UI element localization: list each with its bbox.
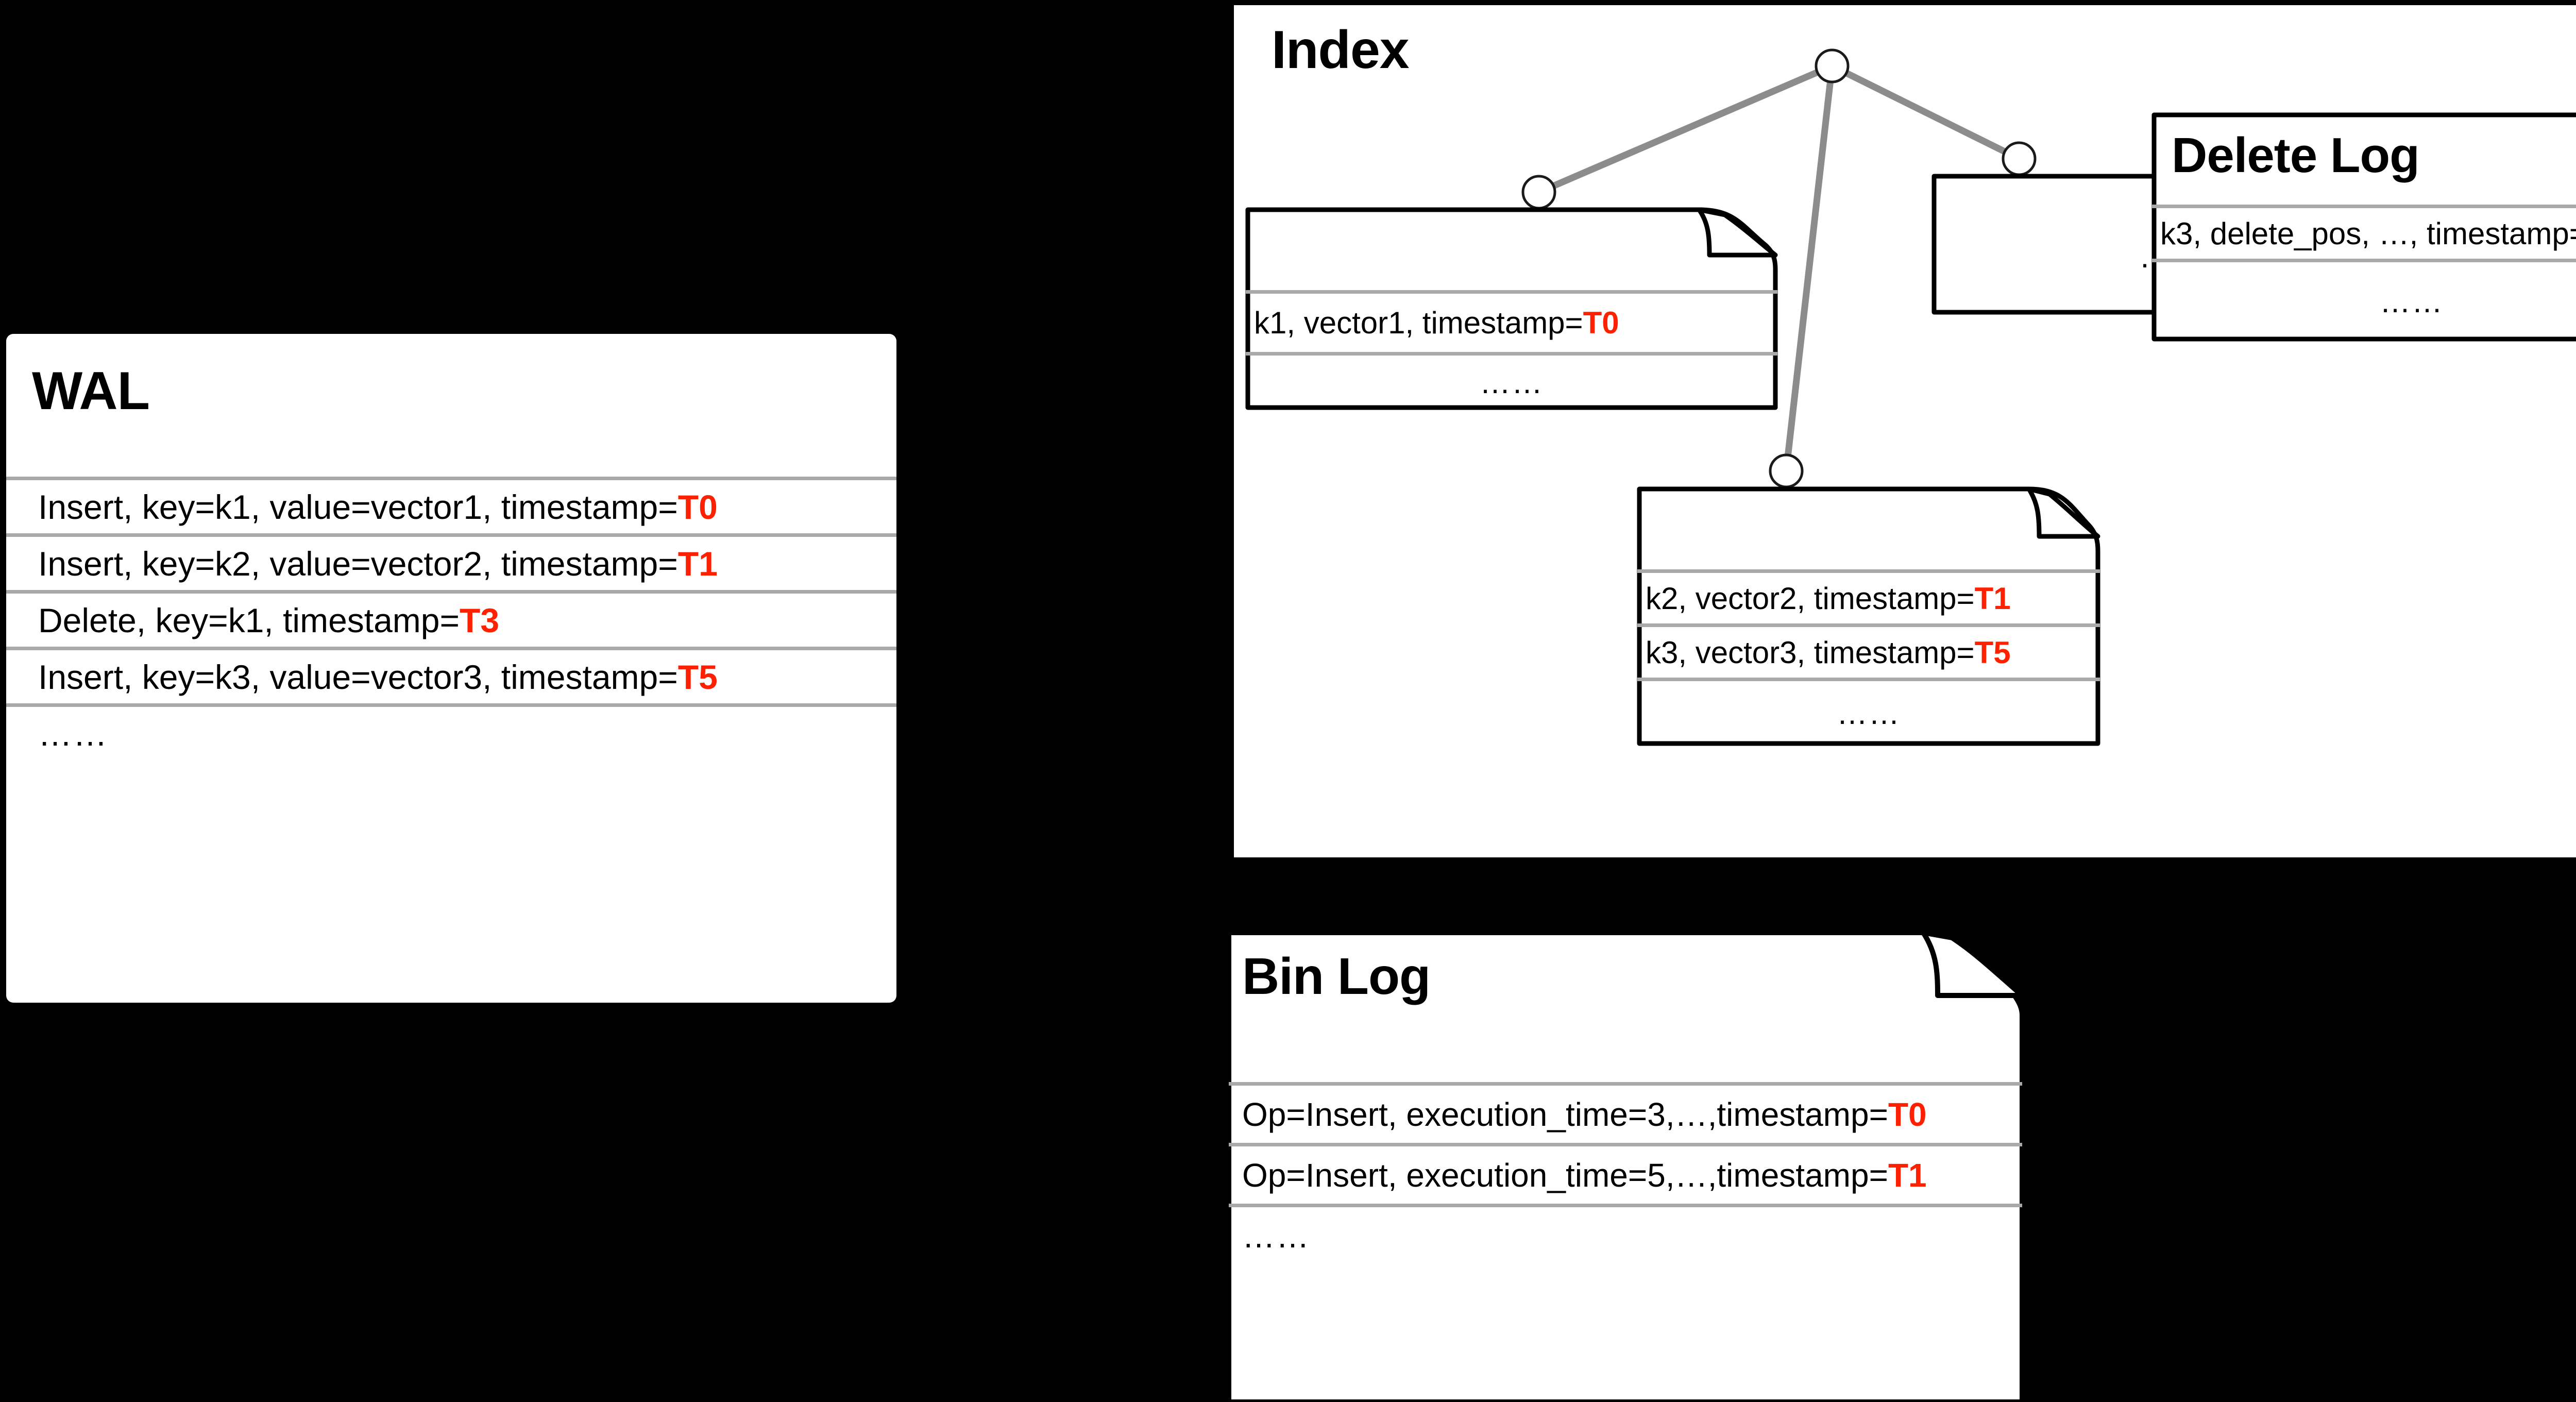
delete-log-row: k3, delete_pos, …, timestamp=T3 (2152, 205, 2576, 259)
index-row-ellipsis: …… (1480, 365, 1544, 400)
delete-log-card-container[interactable]: Delete Log k3, delete_pos, …, timestamp=… (2151, 112, 2576, 342)
index-row-text: k2, vector2, timestamp=T1 (1646, 581, 2011, 616)
bin-log-row-text: Op=Insert, execution_time=3,…,timestamp=… (1242, 1095, 1927, 1133)
wal-title: WAL (32, 361, 150, 421)
wal-row: …… (6, 703, 896, 760)
timestamp-badge: T0 (1583, 306, 1619, 340)
wal-panel (6, 334, 896, 1003)
timestamp-badge: T1 (1888, 1156, 1927, 1194)
index-tree (1521, 48, 2037, 488)
timestamp-badge: T0 (1888, 1095, 1927, 1133)
bin-log-row: …… (1229, 1204, 2022, 1264)
wal-row-ellipsis: …… (38, 714, 108, 753)
wal-row: Insert, key=k2, value=vector2, timestamp… (6, 533, 896, 590)
index-row-text: k1, vector1, timestamp=T0 (1254, 306, 1619, 340)
doc-sheet-shape (1245, 207, 1778, 410)
index-row-ellipsis: …… (1837, 696, 1901, 731)
tree-edge-middle (1783, 65, 1836, 471)
doc-sheet-shape (1226, 930, 2025, 1402)
tree-node-root[interactable] (1815, 48, 1850, 83)
index-row-text: k3, vector3, timestamp=T5 (1646, 635, 2011, 670)
timestamp-badge: T1 (1974, 581, 2011, 616)
bin-log-row-ellipsis: …… (1242, 1217, 1310, 1255)
index-leaf-card-k2-k3[interactable]: k2, vector2, timestamp=T1 k3, vector3, t… (1637, 486, 2100, 746)
wal-row: Insert, key=k1, value=vector1, timestamp… (6, 477, 896, 533)
wal-row-text: Insert, key=k1, value=vector1, timestamp… (38, 487, 718, 526)
bin-log-title: Bin Log (1242, 948, 1431, 1005)
bin-log-row: Op=Insert, execution_time=5,…,timestamp=… (1229, 1143, 2022, 1204)
index-row: …… (1246, 352, 1777, 410)
index-row: k3, vector3, timestamp=T5 (1637, 623, 2100, 678)
tree-edge-left (1537, 63, 1834, 195)
timestamp-badge: T5 (677, 657, 718, 696)
index-row: …… (1637, 678, 2100, 746)
bin-log-row: Op=Insert, execution_time=3,…,timestamp=… (1229, 1082, 2022, 1143)
bin-log-card[interactable]: Bin Log Op=Insert, execution_time=3,…,ti… (1226, 930, 2226, 1402)
index-row: k1, vector1, timestamp=T0 (1246, 290, 1777, 352)
tree-node-leaf-k1[interactable] (1521, 175, 1556, 210)
timestamp-badge: T3 (460, 601, 500, 639)
tree-node-leaf-k2-k3[interactable] (1769, 453, 1804, 488)
index-panel: k1, vector1, timestamp=T0 …… …… k2, vect… (1234, 5, 2576, 857)
timestamp-badge: T5 (1974, 635, 2011, 670)
wal-row-text: Insert, key=k3, value=vector3, timestamp… (38, 657, 718, 696)
wal-row: Insert, key=k3, value=vector3, timestamp… (6, 647, 896, 703)
delete-log-row-ellipsis: …… (2380, 284, 2444, 319)
tree-node-leaf-right[interactable] (2002, 141, 2037, 176)
wal-row-text: Insert, key=k2, value=vector2, timestamp… (38, 544, 718, 583)
index-leaf-card-k1[interactable]: k1, vector1, timestamp=T0 …… (1245, 207, 1778, 410)
delete-log-title: Delete Log (2172, 128, 2420, 183)
delete-log-row-text: k3, delete_pos, …, timestamp=T3 (2160, 216, 2576, 251)
wal-row-text: Delete, key=k1, timestamp=T3 (38, 601, 500, 639)
timestamp-badge: T0 (677, 487, 718, 526)
tree-edge-right (1831, 63, 2021, 162)
index-row: k2, vector2, timestamp=T1 (1637, 569, 2100, 623)
bin-log-row-text: Op=Insert, execution_time=5,…,timestamp=… (1242, 1156, 1927, 1194)
index-title: Index (1272, 20, 1410, 80)
timestamp-badge: T1 (677, 544, 718, 583)
delete-log-row: …… (2152, 259, 2576, 341)
wal-row: Delete, key=k1, timestamp=T3 (6, 590, 896, 647)
doc-sheet-shape (2151, 112, 2576, 342)
